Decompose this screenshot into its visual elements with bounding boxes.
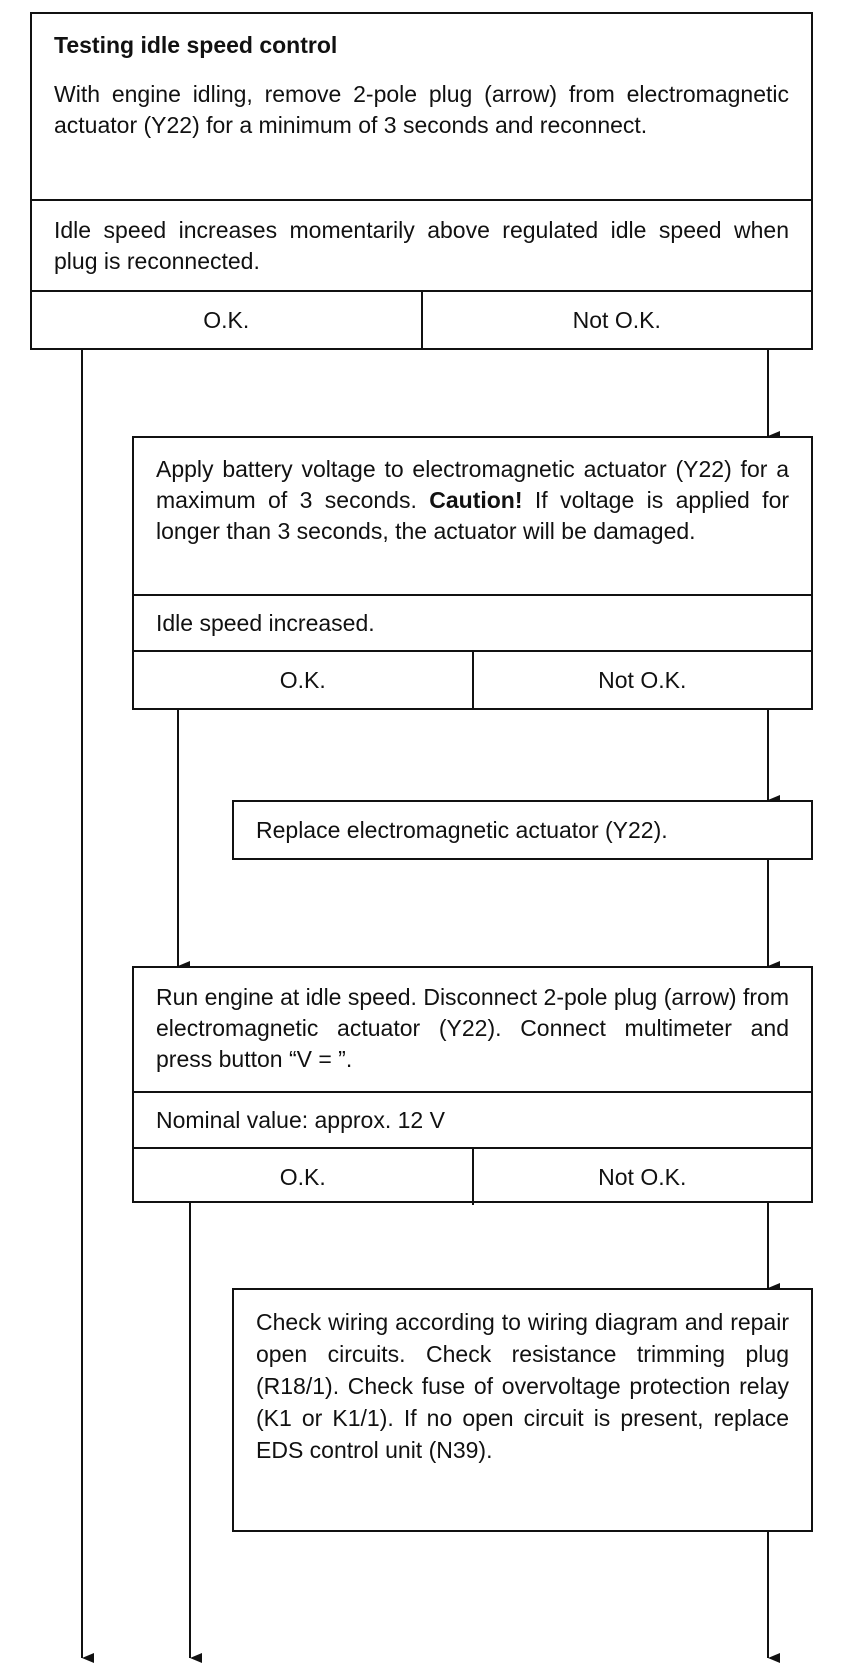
box2-check-section: Idle speed increased. [134,596,811,652]
box-check-wiring: Check wiring according to wiring diagram… [232,1288,813,1532]
box4-check-section: Nominal value: approx. 12 V [134,1093,811,1149]
box4-instruction: Run engine at idle speed. Disconnect 2-p… [156,984,789,1072]
box1-check: Idle speed increases momentarily above r… [54,217,789,274]
box1-check-section: Idle speed increases momentarily above r… [32,201,811,292]
box2-result-row: O.K. Not O.K. [134,652,811,708]
box-multimeter-check: Run engine at idle speed. Disconnect 2-p… [132,966,813,1205]
box1-instruction: With engine idling, remove 2-pole plug (… [54,81,789,138]
box2-not-ok: Not O.K. [471,652,812,708]
box1-ok: O.K. [203,306,250,333]
box4-ok: O.K. [279,1163,326,1190]
box1-title: Testing idle speed control [54,32,338,58]
box2-caution: Caution! [429,487,523,513]
box2-check: Idle speed increased. [156,609,375,636]
box1-instruction-section: Testing idle speed control With engine i… [32,14,811,201]
box2-instruction-part1: Apply battery voltage to electromagnetic… [156,456,789,513]
box-testing-idle-speed: Testing idle speed control With engine i… [30,12,813,350]
box1-result-row: O.K. Not O.K. [32,292,811,348]
box5-action: Check wiring according to wiring diagram… [256,1309,789,1463]
box2-instruction-section: Apply battery voltage to electromagnetic… [134,438,811,596]
box4-not-ok: Not O.K. [471,1149,812,1205]
box2-instruction-part2: If voltage is applied for longer than 3 … [156,487,790,544]
box4-result-row: O.K. Not O.K. [134,1149,811,1205]
box-replace-actuator: Replace electromagnetic actuator (Y22). [232,800,813,860]
box2-ok: O.K. [279,666,326,693]
box3-action: Replace electromagnetic actuator (Y22). [256,816,668,843]
box1-not-ok: Not O.K. [420,292,812,348]
box4-check: Nominal value: approx. 12 V [156,1106,445,1133]
box4-instruction-section: Run engine at idle speed. Disconnect 2-p… [134,968,811,1093]
box-apply-battery-voltage: Apply battery voltage to electromagnetic… [132,436,813,710]
